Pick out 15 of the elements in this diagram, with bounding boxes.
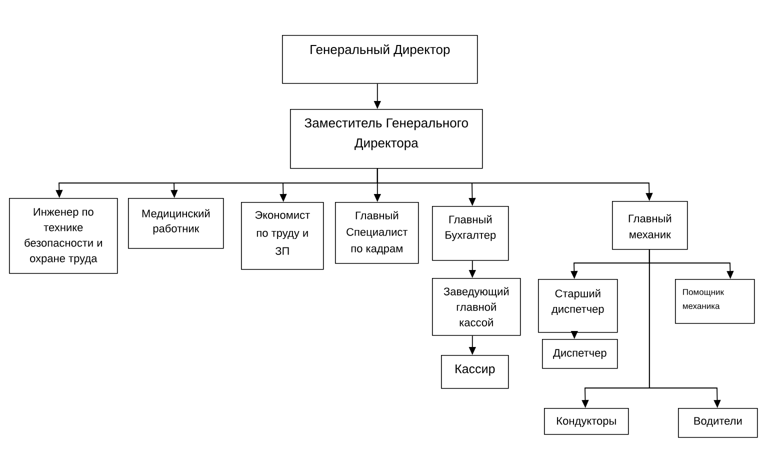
role-box: Заведующий главной кассой: [432, 278, 521, 336]
role-box: Инженер по технике безопасности и охране труда: [9, 198, 118, 274]
role-box: Старший диспетчер: [538, 279, 618, 333]
role-box: Водители: [678, 408, 758, 438]
role-box: Заместитель Генерального Директора: [290, 109, 483, 169]
role-box: Диспетчер: [542, 339, 618, 369]
role-box: Главный Бухгалтер: [432, 206, 509, 261]
role-box: Кассир: [441, 355, 509, 389]
role-box: Главный Специалист по кадрам: [335, 202, 419, 264]
role-box: Кондукторы: [544, 408, 629, 435]
role-box: Экономист по труду и ЗП: [241, 202, 324, 270]
role-box: Помощник механика: [675, 279, 755, 324]
role-box: Генеральный Директор: [282, 35, 478, 84]
role-box: Главный механик: [612, 201, 688, 250]
role-box: Медицинский работник: [128, 198, 224, 249]
